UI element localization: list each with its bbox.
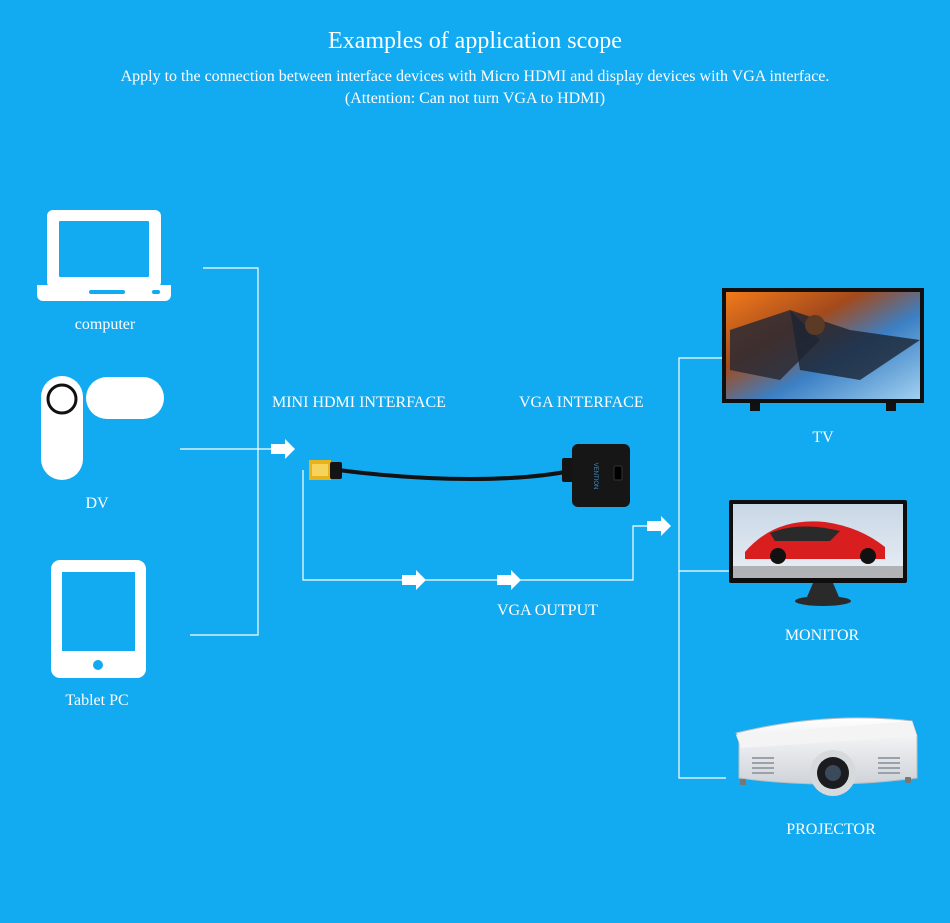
arrow-icon: [497, 570, 521, 590]
mini-hdmi-interface-label: MINI HDMI INTERFACE: [272, 394, 446, 411]
display-label-tv: TV: [812, 429, 834, 446]
display-bracket: [678, 357, 726, 779]
source-lines: [180, 267, 730, 779]
source-label-tablet: Tablet PC: [65, 692, 129, 709]
adapter-brand: VENTION: [592, 463, 598, 490]
vga-output-label: VGA OUTPUT: [497, 602, 598, 619]
monitor-icon: [729, 500, 907, 606]
arrow-icon-group: [271, 439, 671, 590]
display-label-monitor: MONITOR: [784, 627, 860, 644]
source-label-computer: computer: [74, 316, 136, 333]
arrow-icon: [647, 516, 671, 536]
tablet-icon: [51, 560, 146, 678]
arrow-icon: [402, 570, 426, 590]
camcorder-icon: [41, 376, 164, 480]
vga-adapter-box: [572, 444, 630, 507]
page-title: Examples of application scope: [328, 28, 622, 54]
tv-icon: [722, 288, 924, 411]
page-subtitle: Apply to the connection between interfac…: [0, 66, 950, 110]
laptop-icon: [37, 210, 171, 301]
subtitle-line-1: Apply to the connection between interfac…: [120, 68, 830, 85]
display-label-projector: PROJECTOR: [786, 821, 876, 838]
subtitle-line-2: (Attention: Can not turn VGA to HDMI): [344, 90, 606, 107]
source-label-dv: DV: [85, 495, 109, 512]
line-vga-output-path: [302, 470, 650, 581]
arrow-icon: [271, 439, 295, 459]
vga-interface-label: VGA INTERFACE: [519, 394, 644, 411]
hdmi-vga-adapter: VENTION: [309, 444, 630, 507]
projector-icon: [735, 717, 918, 796]
line-computer: [190, 267, 259, 636]
